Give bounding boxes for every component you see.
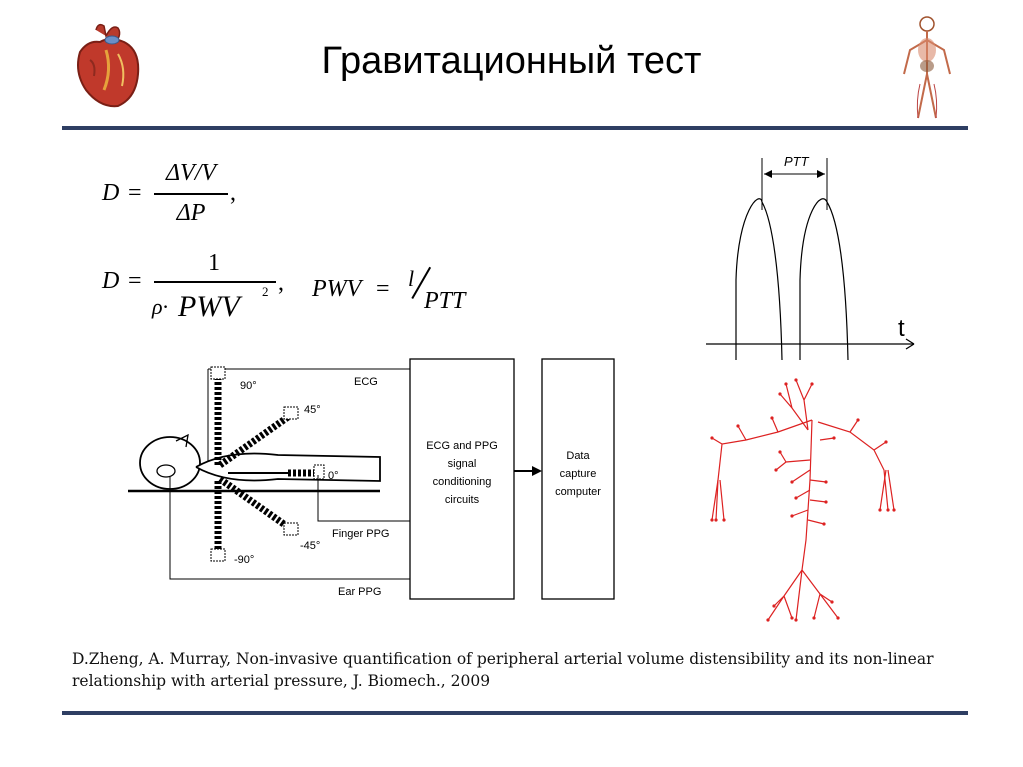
- pulse-transit-diagram: PTT t: [706, 154, 915, 360]
- box2-line1: Data: [566, 450, 590, 462]
- experimental-setup-diagram: ECG 90° 45° 0° -45° -90° Finger PPG Ear …: [128, 358, 615, 600]
- body: [195, 452, 381, 482]
- slide-title: Гравитационный тест: [321, 40, 702, 82]
- arterial-tree-diagram: [710, 378, 896, 622]
- anatomy-icon: [903, 16, 951, 119]
- angle-minus45-label: -45°: [300, 540, 320, 552]
- angle-minus90-label: -90°: [234, 554, 254, 566]
- hand-90: [210, 366, 226, 380]
- f1-eq: =: [128, 180, 142, 206]
- arm-minus45: [217, 476, 291, 530]
- f2-numerator: 1: [208, 250, 220, 276]
- f2-pwv: PWV: [178, 290, 240, 323]
- ptt-arrow-left-head: [764, 170, 772, 178]
- formula-moens-korteweg: D = 1 ρ· PWV 2 ,: [102, 248, 302, 338]
- f2-lhs: D: [102, 268, 120, 294]
- f3-numerator: l: [408, 266, 415, 291]
- f1-lhs: D: [102, 180, 120, 206]
- f2-rho: ρ·: [152, 294, 169, 319]
- time-axis-label: t: [898, 315, 905, 342]
- finger-ppg-label: Finger PPG: [332, 528, 389, 540]
- bottom-divider: [62, 711, 968, 715]
- f2-fraction-bar: [154, 281, 276, 283]
- pulse-wave-1: [735, 198, 783, 360]
- f1-numerator: ΔV/V: [165, 160, 217, 186]
- hand-minus45: [283, 522, 299, 536]
- angle-0-label: 0°: [328, 470, 339, 482]
- data-capture-box: [541, 358, 615, 600]
- ear-ppg-cable: [169, 477, 410, 580]
- f3-lhs: PWV: [312, 276, 362, 302]
- ecg-label: ECG: [354, 376, 378, 388]
- citation: D.Zheng, A. Murray, Non-invasive quantif…: [72, 650, 934, 690]
- f3-denominator: PTT: [424, 288, 466, 314]
- arm-45: [217, 414, 291, 468]
- ear-ppg-label: Ear PPG: [338, 586, 381, 598]
- f2-comma: ,: [278, 270, 284, 296]
- ptt-label: PTT: [784, 154, 810, 169]
- angle-90-label: 90°: [240, 380, 257, 392]
- finger-ppg-cable: [317, 475, 410, 522]
- f1-comma: ,: [230, 180, 236, 206]
- time-axis-arrow: [905, 338, 915, 350]
- box1-line3: conditioning: [433, 476, 492, 488]
- angle-45-label: 45°: [304, 404, 321, 416]
- box1-line1: ECG and PPG: [426, 440, 498, 452]
- box2-line3: computer: [555, 486, 601, 498]
- f1-denominator: ΔP: [176, 200, 206, 226]
- title-divider: [62, 126, 968, 130]
- ptt-arrow-right-head: [817, 170, 825, 178]
- box1-line2: signal: [448, 458, 477, 470]
- f2-eq: =: [128, 268, 142, 294]
- formula-distensibility: D = ΔV/V ΔP ,: [102, 160, 262, 240]
- pulse-wave-2: [799, 198, 849, 360]
- box1-line4: circuits: [445, 494, 480, 506]
- heart-icon: [77, 23, 140, 108]
- formula-pwv: PWV = l PTT: [312, 266, 492, 326]
- f1-fraction-bar: [154, 193, 228, 195]
- box2-line2: capture: [560, 468, 597, 480]
- f2-exponent: 2: [262, 284, 269, 299]
- hand-45: [283, 406, 299, 420]
- hand-0: [313, 464, 325, 480]
- hand-minus90: [210, 548, 226, 562]
- signal-conditioning-box: [409, 358, 515, 600]
- ear: [156, 464, 176, 478]
- f3-eq: =: [376, 276, 390, 302]
